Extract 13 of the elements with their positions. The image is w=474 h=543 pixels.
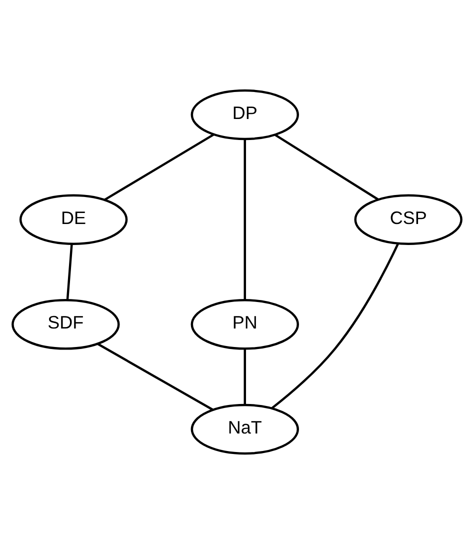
connector: [274, 133, 379, 200]
connector: [66, 243, 73, 300]
connector: [244, 348, 246, 404]
node-ellipse: DE: [19, 194, 128, 244]
connector: [271, 242, 400, 409]
node-ellipse: CSP: [354, 194, 462, 244]
node-ellipse: PN: [190, 298, 299, 350]
node-ellipse: DP: [190, 88, 299, 140]
connector: [104, 132, 214, 200]
node-ellipse: SDF: [12, 298, 120, 350]
node-ellipse: NaT: [190, 403, 299, 454]
connector: [244, 138, 246, 300]
connector: [97, 342, 214, 410]
